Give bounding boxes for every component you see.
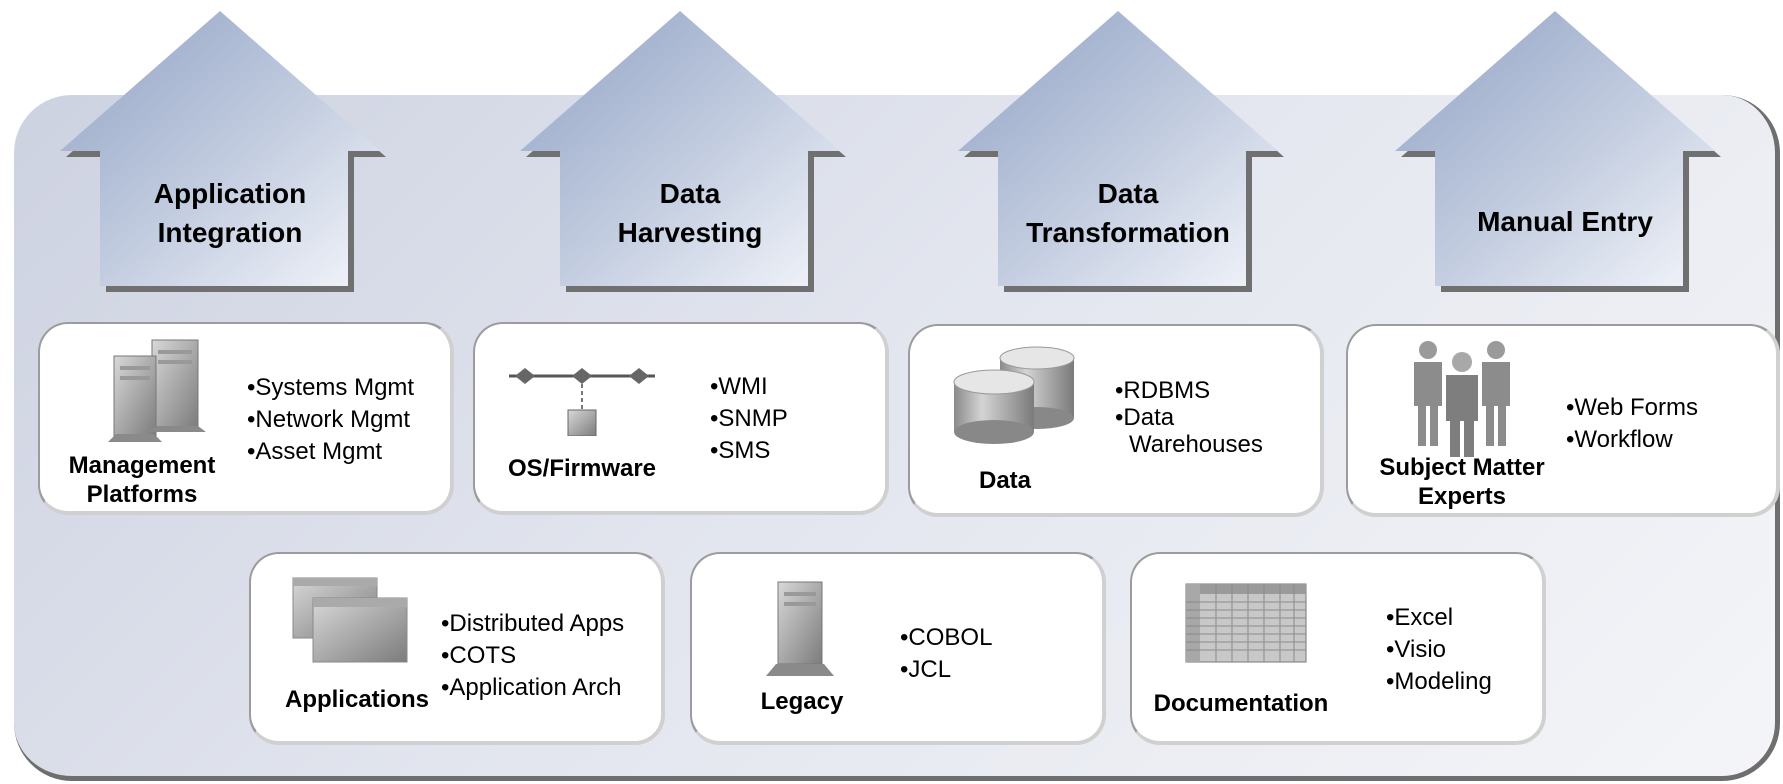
card-title: Management Platforms: [62, 451, 222, 509]
house-manual-entry: Manual Entry: [1395, 8, 1775, 293]
house-shape: [958, 11, 1284, 292]
database-cylinders-icon: [953, 346, 1075, 444]
bullet-item: Web Forms: [1566, 392, 1698, 424]
card-title-line1: Management: [68, 452, 216, 479]
card-title-line2: Platforms: [86, 481, 198, 508]
bullet-item: SNMP: [710, 403, 787, 435]
card-title: Subject Matter Experts: [1362, 453, 1562, 511]
bullet-item: Network Mgmt: [247, 404, 414, 436]
network-nodes-icon: [509, 368, 655, 436]
card-title-line1: Legacy: [760, 688, 844, 715]
card-data: Data RDBMS Data Warehouses: [908, 324, 1324, 517]
bullet-item: SMS: [710, 435, 788, 467]
house-shape: [1395, 11, 1721, 292]
bullet-item: WMI: [710, 371, 788, 403]
bullet-item: COTS: [441, 640, 624, 672]
people-group-icon: [1414, 341, 1510, 457]
bullet-item: Systems Mgmt: [247, 372, 414, 404]
house-label-line1: Data: [659, 178, 721, 209]
bullet-item: Application Arch: [441, 672, 624, 704]
bullet-item: RDBMS: [1115, 377, 1263, 404]
server-rack-icon: [108, 339, 206, 442]
card-os-firmware: OS/Firmware WMI SNMP SMS: [473, 322, 889, 515]
bullet-item: Asset Mgmt: [247, 436, 414, 468]
card-subject-matter-experts: Subject Matter Experts Web Forms Workflo…: [1346, 324, 1780, 517]
house-label: Data Harvesting: [560, 174, 820, 252]
house-data-harvesting: Data Harvesting: [520, 8, 900, 293]
house-label-line2: Harvesting: [617, 217, 763, 248]
card-applications: Applications Distributed Apps COTS Appli…: [249, 552, 665, 745]
card-title-line2: Experts: [1417, 483, 1507, 510]
house-label: Manual Entry: [1435, 202, 1695, 241]
card-title: OS/Firmware: [497, 454, 667, 483]
bullet-item: JCL: [900, 654, 992, 686]
bullet-item: Excel: [1386, 602, 1492, 634]
bullet-list: COBOL JCL: [900, 622, 992, 686]
spreadsheet-grid-icon: [1185, 583, 1307, 663]
bullet-item: COBOL: [900, 622, 992, 654]
house-data-transformation: Data Transformation: [958, 8, 1338, 293]
card-title: Legacy: [742, 687, 862, 716]
card-title-line1: Data: [978, 467, 1032, 494]
house-label-line1: Application: [153, 178, 307, 209]
bullet-item: Warehouses: [1129, 431, 1263, 458]
mainframe-icon: [766, 581, 834, 676]
bullet-item: Data: [1115, 404, 1263, 431]
house-shape: [520, 11, 846, 292]
card-title: Applications: [277, 685, 437, 714]
application-windows-icon: [292, 577, 408, 663]
bullet-list: WMI SNMP SMS: [710, 371, 788, 467]
card-title-line1: Applications: [284, 686, 429, 713]
card-title-line1: Documentation: [1153, 690, 1329, 717]
house-label-line2: Integration: [157, 217, 303, 248]
card-title: Documentation: [1146, 689, 1336, 718]
card-documentation: Documentation Excel Visio Modeling: [1130, 552, 1546, 745]
house-label: Data Transformation: [998, 174, 1258, 252]
card-title-line1: Subject Matter: [1379, 454, 1545, 481]
card-title: Data: [950, 466, 1060, 495]
bullet-list: Excel Visio Modeling: [1386, 602, 1492, 698]
house-label-line2: Transformation: [1026, 217, 1230, 248]
house-application-integration: Application Integration: [60, 8, 440, 293]
card-title-line1: OS/Firmware: [507, 455, 657, 482]
bullet-item: Modeling: [1386, 666, 1491, 698]
bullet-list: Web Forms Workflow: [1566, 392, 1698, 456]
bullet-item: Workflow: [1566, 424, 1698, 456]
card-management-platforms: Management Platforms Systems Mgmt Networ…: [38, 322, 454, 515]
house-label-line1: Manual Entry: [1477, 206, 1653, 237]
bullet-item: Distributed Apps: [441, 608, 624, 640]
bullet-list: Systems Mgmt Network Mgmt Asset Mgmt: [247, 372, 414, 468]
bullet-item: Visio: [1386, 634, 1492, 666]
bullet-list: RDBMS Data Warehouses: [1115, 377, 1263, 458]
bullet-list: Distributed Apps COTS Application Arch: [441, 608, 624, 704]
house-label-line1: Data: [1097, 178, 1159, 209]
card-legacy: Legacy COBOL JCL: [690, 552, 1106, 745]
house-label: Application Integration: [100, 174, 360, 252]
house-shape: [60, 11, 386, 292]
